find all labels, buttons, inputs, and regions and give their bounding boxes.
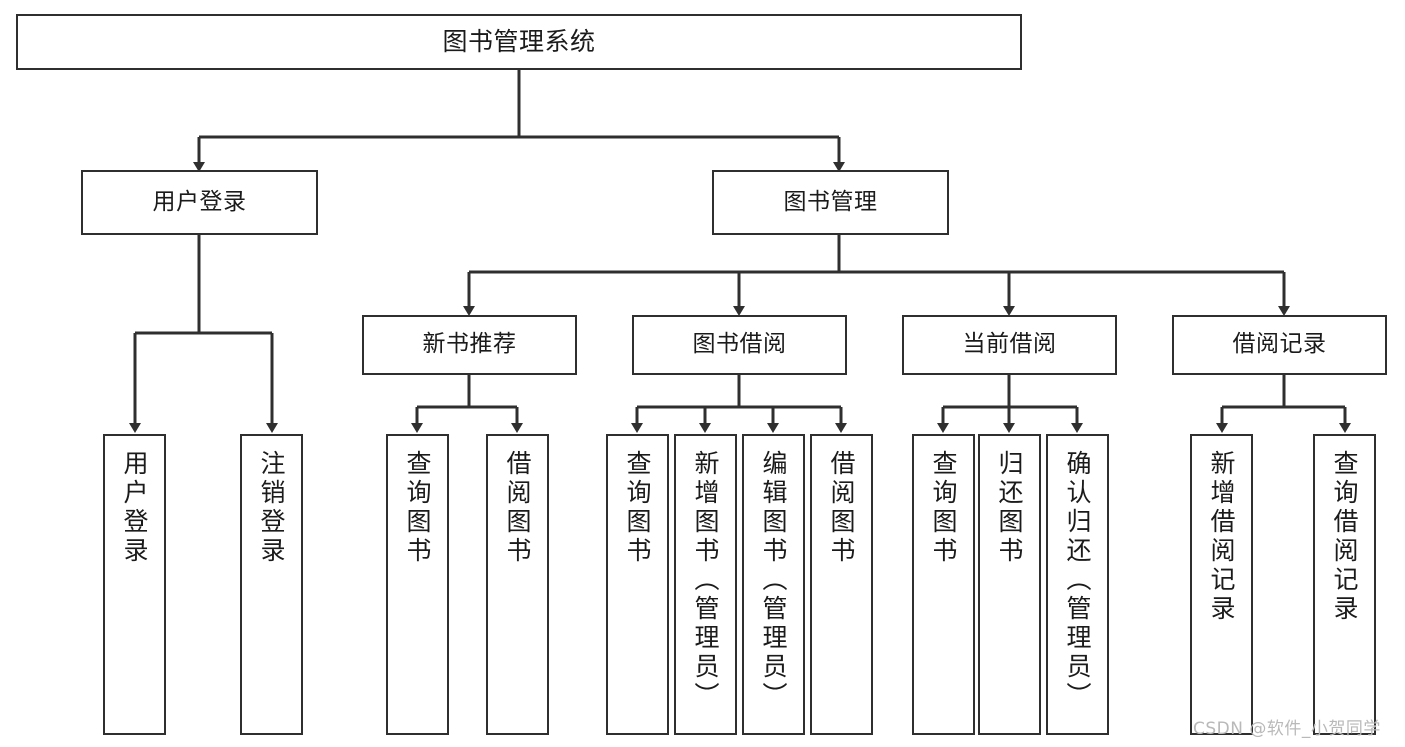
node-leaf-current-query-label: 查询图书 [929, 450, 958, 566]
node-leaf-current-confirm-return-label: 确认归还（管理员） [1063, 450, 1092, 711]
node-root[interactable]: 图书管理系统 [16, 14, 1022, 70]
node-leaf-record-query[interactable]: 查询借阅记录 [1313, 434, 1376, 735]
node-leaf-borrow-query[interactable]: 查询图书 [606, 434, 669, 735]
node-borrow-record-label: 借阅记录 [1232, 331, 1327, 358]
node-leaf-record-add-label: 新增借阅记录 [1207, 450, 1236, 624]
node-leaf-borrow-query-label: 查询图书 [623, 450, 652, 566]
node-leaf-newbook-borrow[interactable]: 借阅图书 [486, 434, 549, 735]
node-leaf-newbook-query[interactable]: 查询图书 [386, 434, 449, 735]
node-leaf-user-logout-label: 注销登录 [257, 450, 286, 566]
node-current-borrow-label: 当前借阅 [962, 331, 1057, 358]
node-leaf-current-query[interactable]: 查询图书 [912, 434, 975, 735]
node-user-login-label: 用户登录 [152, 188, 247, 215]
node-leaf-borrow-borrow-book-label: 借阅图书 [827, 450, 856, 566]
node-leaf-current-return[interactable]: 归还图书 [978, 434, 1041, 735]
node-leaf-borrow-add-book-label: 新增图书（管理员） [691, 450, 720, 711]
node-leaf-user-login-label: 用户登录 [120, 450, 149, 566]
node-leaf-user-login[interactable]: 用户登录 [103, 434, 166, 735]
node-book-borrow-label: 图书借阅 [692, 331, 787, 358]
node-leaf-newbook-borrow-label: 借阅图书 [503, 450, 532, 566]
node-leaf-record-add[interactable]: 新增借阅记录 [1190, 434, 1253, 735]
node-leaf-borrow-borrow-book[interactable]: 借阅图书 [810, 434, 873, 735]
node-leaf-borrow-edit-book-label: 编辑图书（管理员） [759, 450, 788, 711]
csdn-watermark: CSDN @软件_小贺同学 [1193, 719, 1381, 739]
node-borrow-record[interactable]: 借阅记录 [1172, 315, 1387, 375]
node-leaf-record-query-label: 查询借阅记录 [1330, 450, 1359, 624]
node-book-management-label: 图书管理 [783, 188, 878, 215]
node-leaf-current-confirm-return[interactable]: 确认归还（管理员） [1046, 434, 1109, 735]
node-leaf-newbook-query-label: 查询图书 [403, 450, 432, 566]
node-leaf-borrow-edit-book[interactable]: 编辑图书（管理员） [742, 434, 805, 735]
node-user-login[interactable]: 用户登录 [81, 170, 318, 235]
node-leaf-current-return-label: 归还图书 [995, 450, 1024, 566]
node-book-management[interactable]: 图书管理 [712, 170, 949, 235]
node-leaf-borrow-add-book[interactable]: 新增图书（管理员） [674, 434, 737, 735]
node-root-label: 图书管理系统 [442, 27, 596, 57]
node-current-borrow[interactable]: 当前借阅 [902, 315, 1117, 375]
node-new-book-recommend[interactable]: 新书推荐 [362, 315, 577, 375]
node-new-book-recommend-label: 新书推荐 [422, 331, 517, 358]
node-book-borrow[interactable]: 图书借阅 [632, 315, 847, 375]
node-leaf-user-logout[interactable]: 注销登录 [240, 434, 303, 735]
